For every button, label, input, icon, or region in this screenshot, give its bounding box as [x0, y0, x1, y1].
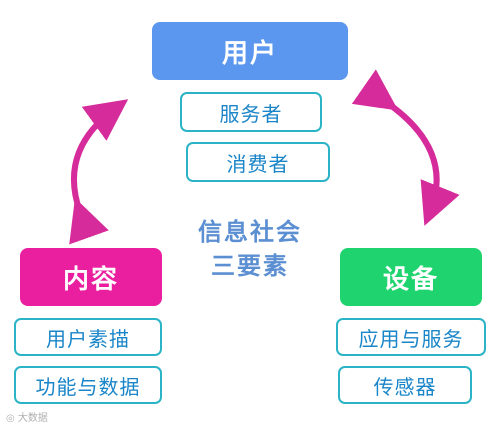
device-item-apps-services: 应用与服务	[336, 318, 486, 356]
user-item-consumer-label: 消费者	[226, 151, 290, 176]
content-title: 内容	[62, 264, 119, 295]
user-item-consumer: 消费者	[186, 142, 330, 182]
device-item-sensor-label: 传感器	[373, 374, 437, 399]
user-item-provider-label: 服务者	[219, 101, 283, 126]
watermark: ◎ 大数据	[6, 409, 48, 424]
content-item-function-data: 功能与数据	[14, 366, 162, 404]
content-item-function-data-label: 功能与数据	[35, 374, 141, 399]
center-title-line2: 三要素	[211, 252, 289, 280]
user-item-provider: 服务者	[180, 92, 322, 132]
content-box: 内容	[20, 248, 162, 306]
user-title: 用户	[221, 38, 278, 69]
device-item-sensor: 传感器	[338, 366, 472, 404]
right-cycle-arrow	[351, 69, 460, 226]
content-item-user-profile-label: 用户素描	[46, 326, 130, 351]
left-cycle-arrow	[69, 99, 129, 245]
device-title: 设备	[382, 264, 439, 295]
content-item-user-profile: 用户素描	[14, 318, 162, 356]
device-box: 设备	[340, 248, 482, 306]
user-box: 用户	[152, 22, 348, 80]
center-title-line1: 信息社会	[198, 218, 302, 246]
device-item-apps-services-label: 应用与服务	[358, 326, 464, 351]
watermark-text: 大数据	[17, 413, 48, 424]
weibo-icon: ◎	[6, 413, 15, 424]
